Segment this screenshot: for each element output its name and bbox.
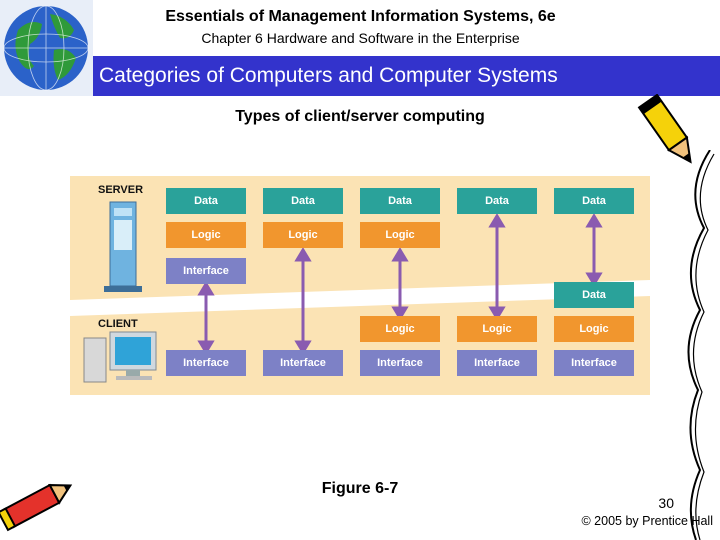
chapter-title: Chapter 6 Hardware and Software in the E… [201,30,520,46]
data-box: Data [263,188,343,214]
data-box: Data [166,188,246,214]
slide-header: Essentials of Management Information Sys… [0,0,720,96]
logic-box: Logic [166,222,246,248]
figure-subtitle: Types of client/server computing [235,108,485,125]
slide-title: Categories of Computers and Computer Sys… [99,64,558,87]
globe-icon [0,0,93,96]
figure-background [70,201,650,383]
client-label: CLIENT [98,318,138,330]
interface-box: Interface [263,350,343,376]
arrows [197,213,603,355]
figure-label: Figure 6-7 [321,480,399,497]
interface-box: Interface [554,350,634,376]
data-box: Data [554,188,634,214]
interface-box: Interface [360,350,440,376]
title-bar: Categories of Computers and Computer Sys… [93,56,720,96]
logic-box: Logic [457,316,537,342]
interface-box: Interface [166,258,246,284]
logic-box: Logic [360,316,440,342]
interface-box: Interface [166,350,246,376]
interface-box: Interface [457,350,537,376]
page-number: 30 [658,495,674,511]
server-label: SERVER [98,184,144,196]
logic-box: Logic [360,222,440,248]
pencil-icon [0,483,73,532]
server-computer-icon [104,201,142,292]
book-title: Essentials of Management Information Sys… [165,8,556,25]
data-box: Data [554,282,634,308]
logic-box: Logic [263,222,343,248]
client-computer-icon [83,331,157,383]
data-box: Data [457,188,537,214]
squiggle-line-decoration [687,150,715,540]
pencil-icon [637,94,692,164]
logic-box: Logic [554,316,634,342]
copyright: © 2005 by Prentice Hall [581,514,713,528]
data-box: Data [360,188,440,214]
client-server-figure: SERVER CLIENT Data Data Data Data Data L… [70,176,650,395]
